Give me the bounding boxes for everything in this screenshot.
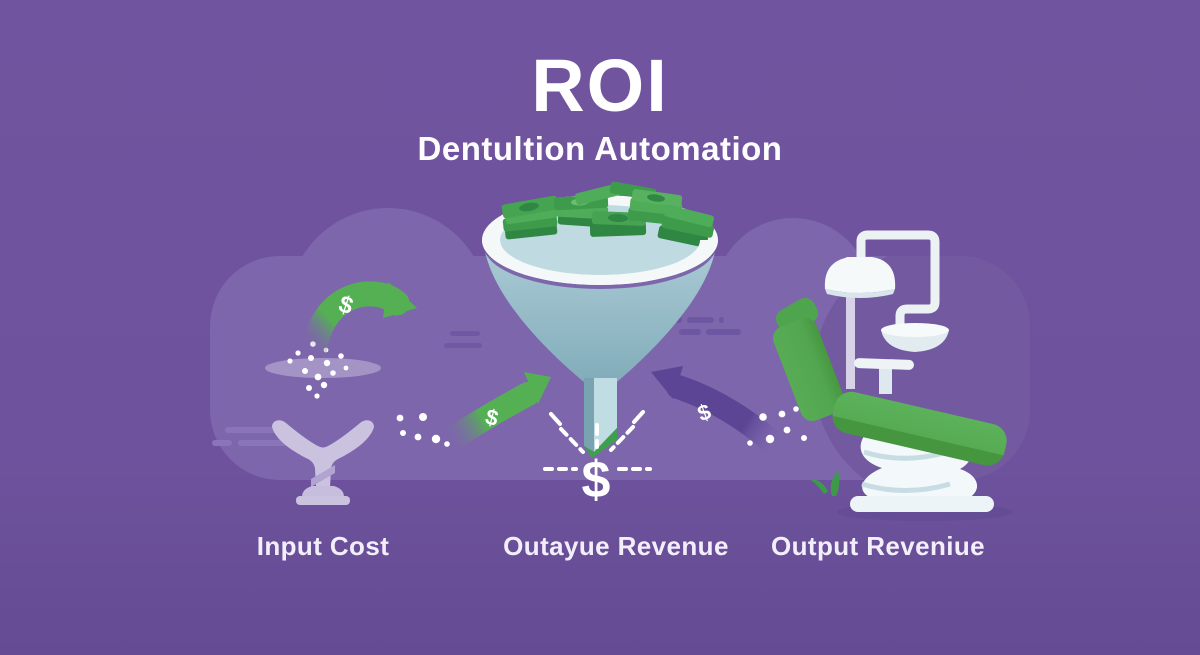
dollar-glyph: $ xyxy=(483,404,501,431)
return-particles xyxy=(747,406,807,446)
dollar-burst-icon: $ xyxy=(543,410,652,509)
input-funnel-icon xyxy=(265,358,381,505)
faint-dashes-right xyxy=(668,317,741,335)
faint-dashes-center xyxy=(444,331,482,348)
label-output-revenue: Output Reveniue xyxy=(770,531,986,561)
dollar-glyph: $ xyxy=(582,451,611,509)
sprout-icon xyxy=(830,470,840,496)
lamp-head xyxy=(824,257,896,293)
faint-dashes-left xyxy=(212,427,288,446)
lamp-arm xyxy=(856,230,940,329)
label-middle-revenue: Outayue Revenue xyxy=(503,531,729,561)
page-title: ROI xyxy=(531,44,669,127)
money-funnel-icon xyxy=(482,181,718,458)
money-pile-icon xyxy=(501,181,715,248)
input-arrow-icon: $ xyxy=(302,281,417,361)
chair-backrest xyxy=(773,318,845,422)
return-arrow-icon: $ xyxy=(651,366,787,457)
mid-arrow-icon: $ xyxy=(438,372,551,452)
chair-seat xyxy=(832,391,1007,466)
chair-armrest xyxy=(854,358,914,370)
dental-chair-icon xyxy=(773,230,1013,521)
page-subtitle: Dentultion Automation xyxy=(417,130,783,167)
label-input-cost: Input Cost xyxy=(256,531,390,561)
